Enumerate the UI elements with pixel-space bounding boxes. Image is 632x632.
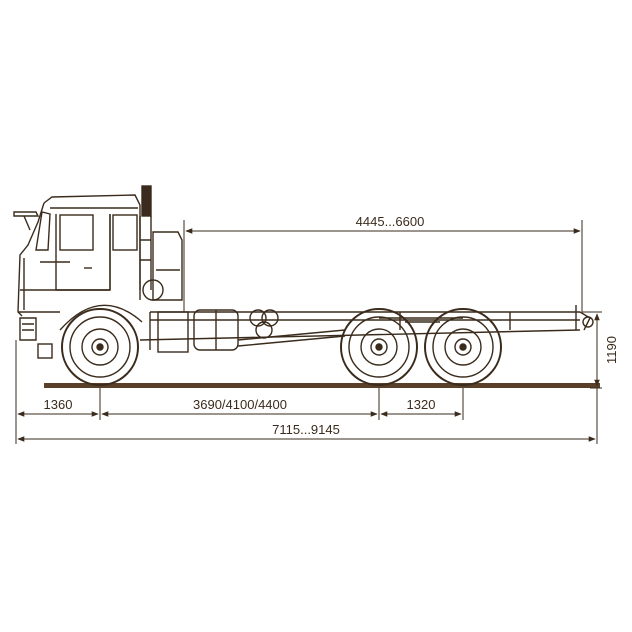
wheelbase-label: 3690/4100/4400 [193, 397, 287, 412]
ground-line [44, 383, 600, 388]
truck-outline [13, 185, 594, 386]
rear-wheel-2 [424, 308, 502, 386]
rear-suspension [379, 317, 463, 323]
chassis-frame [139, 305, 594, 353]
dimension-lines [15, 220, 602, 444]
exhaust-stack [139, 185, 183, 301]
rear-axle-spacing-label: 1320 [407, 397, 436, 412]
front-overhang-label: 1360 [44, 397, 73, 412]
cab [13, 194, 143, 359]
frame-length-label: 4445...6600 [356, 214, 425, 229]
front-wheel [61, 308, 139, 386]
rear-wheel-1 [340, 308, 418, 386]
frame-height-label: 1190 [604, 336, 619, 364]
overall-length-label: 7115...9145 [272, 422, 340, 437]
